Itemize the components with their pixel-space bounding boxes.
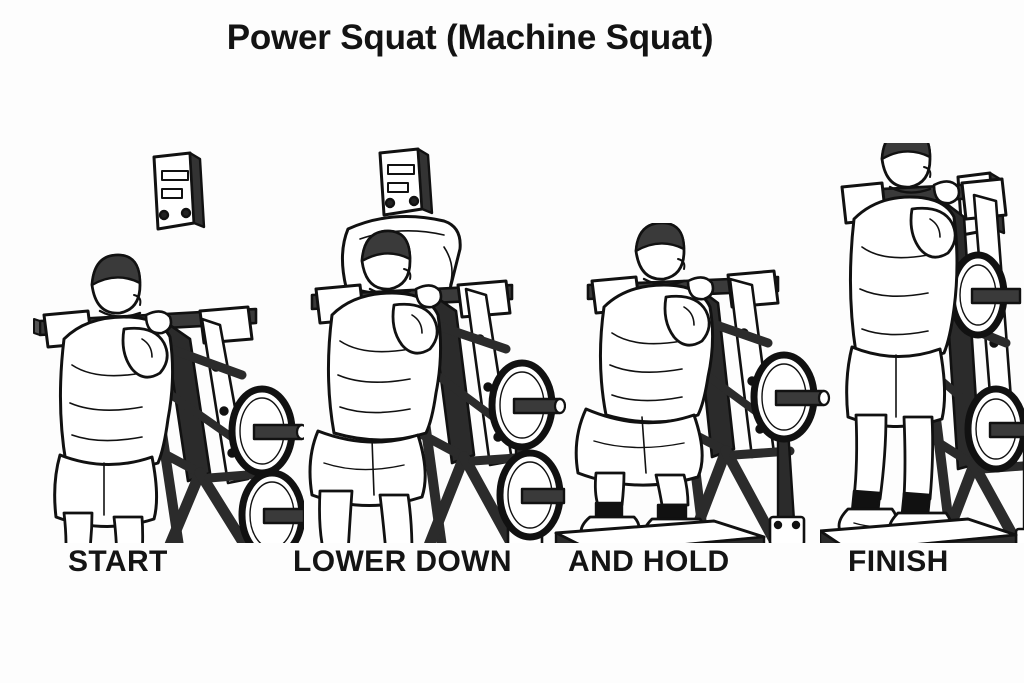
foot-platform bbox=[820, 517, 1018, 543]
weight-plate-lower bbox=[238, 469, 304, 543]
athlete-figure-and-hold bbox=[574, 223, 715, 543]
weight-plate-lower bbox=[964, 385, 1024, 473]
step-label-finish: FINISH bbox=[848, 545, 949, 578]
machine-placard-icon bbox=[378, 147, 434, 217]
step-label-start: START bbox=[68, 545, 168, 578]
figure-panel-finish bbox=[820, 143, 1024, 543]
step-label-and-hold: AND HOLD bbox=[568, 545, 730, 578]
step-label-lower-down: LOWER DOWN bbox=[293, 545, 512, 578]
power-squat-illustration-finish bbox=[820, 143, 1024, 543]
power-squat-illustration-and-hold bbox=[554, 223, 831, 543]
figure-panel-and-hold bbox=[552, 223, 832, 543]
power-squat-illustration-start bbox=[33, 151, 304, 543]
weight-plate-single bbox=[750, 351, 831, 443]
machine-placard-icon bbox=[152, 151, 206, 231]
foot-platform bbox=[554, 519, 766, 543]
power-squat-illustration-lower-down bbox=[308, 147, 566, 543]
page-title: Power Squat (Machine Squat) bbox=[226, 18, 714, 57]
weight-plate-upper bbox=[948, 251, 1022, 339]
figure-panel-start bbox=[4, 143, 304, 543]
weight-plate-upper bbox=[228, 385, 304, 477]
weight-plate-lower bbox=[496, 449, 566, 541]
athlete-figure-lower-down bbox=[308, 229, 443, 543]
athlete-figure-start bbox=[53, 253, 175, 543]
weight-plate-upper bbox=[488, 359, 566, 451]
figure-panel-lower-down bbox=[276, 143, 566, 543]
